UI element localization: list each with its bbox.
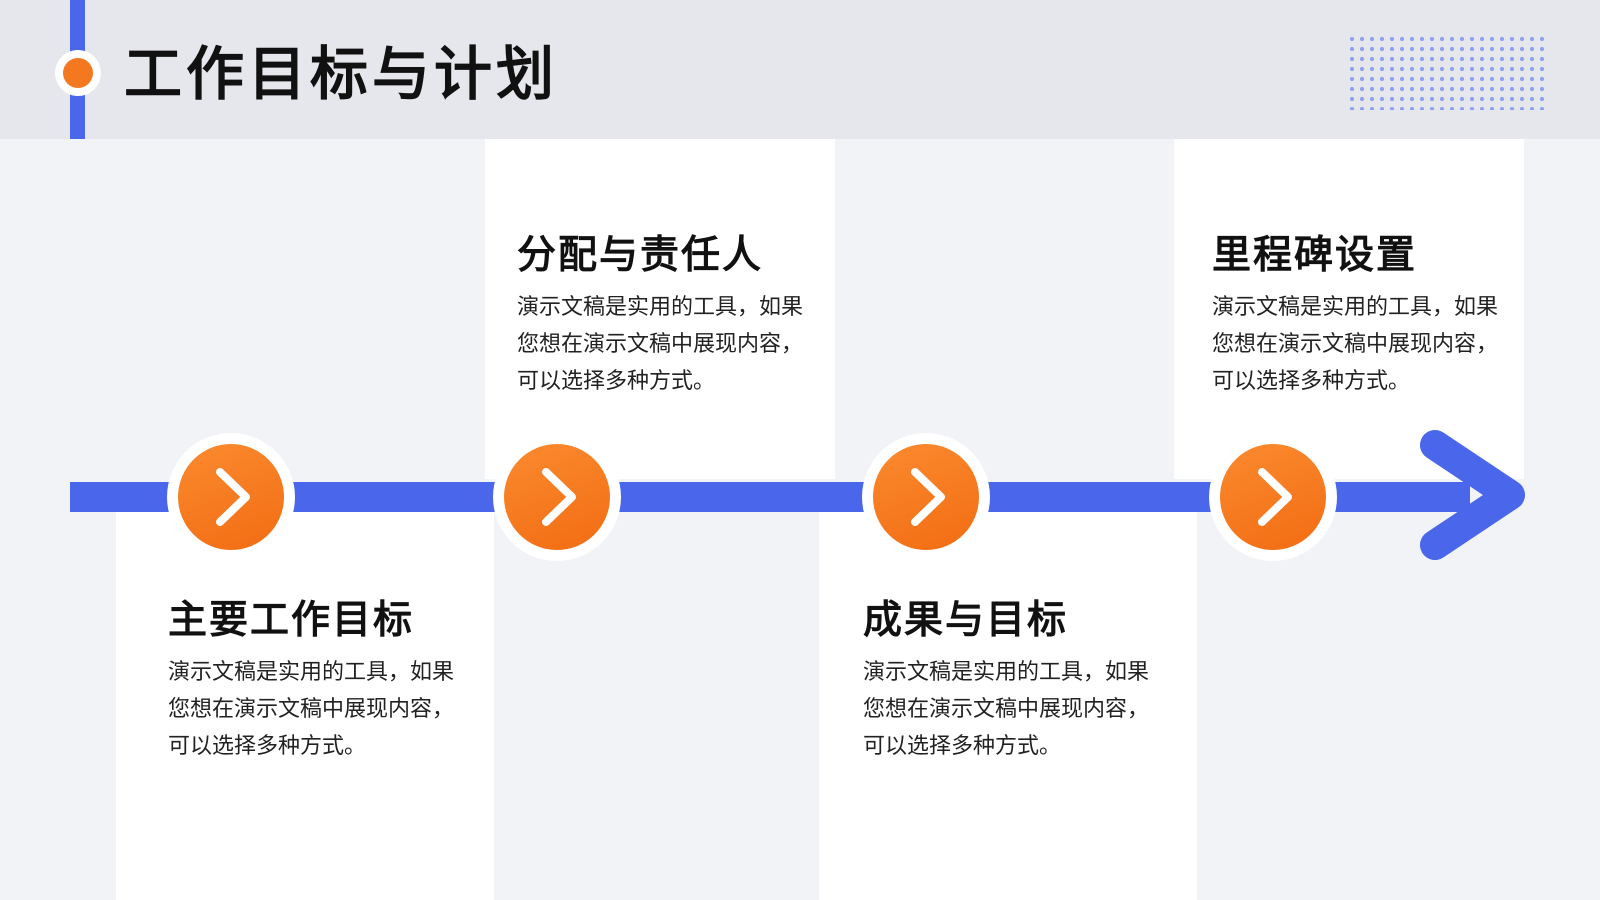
header: 工作目标与计划 xyxy=(0,0,1600,139)
step-description: 演示文稿是实用的工具，如果您想在演示文稿中展现内容，可以选择多种方式。 xyxy=(168,660,455,759)
step-node-4 xyxy=(1209,433,1337,561)
step-node-1 xyxy=(167,433,295,561)
step-card-3 xyxy=(819,510,1197,900)
step-card-4 xyxy=(1174,139,1524,479)
step-title: 分配与责任人 xyxy=(517,233,764,278)
page-title: 工作目标与计划 xyxy=(124,40,559,108)
step-title: 成果与目标 xyxy=(863,598,1069,643)
step-title: 里程碑设置 xyxy=(1212,233,1418,278)
chevron-right-icon xyxy=(1258,468,1292,526)
title-dot-icon xyxy=(55,50,101,96)
chevron-right-icon xyxy=(216,468,250,526)
step-card-1 xyxy=(116,510,494,900)
step-description: 演示文稿是实用的工具，如果您想在演示文稿中展现内容，可以选择多种方式。 xyxy=(1212,295,1499,394)
timeline-arrow-icon xyxy=(1420,430,1525,560)
step-description: 演示文稿是实用的工具，如果您想在演示文稿中展现内容，可以选择多种方式。 xyxy=(517,295,804,394)
step-node-3 xyxy=(862,433,990,561)
step-card-2 xyxy=(485,139,835,479)
chevron-right-icon xyxy=(542,468,576,526)
step-title: 主要工作目标 xyxy=(168,598,415,643)
chevron-right-icon xyxy=(911,468,945,526)
step-node-2 xyxy=(493,433,621,561)
step-description: 演示文稿是实用的工具，如果您想在演示文稿中展现内容，可以选择多种方式。 xyxy=(863,660,1150,759)
dot-grid-decoration xyxy=(1347,34,1547,110)
